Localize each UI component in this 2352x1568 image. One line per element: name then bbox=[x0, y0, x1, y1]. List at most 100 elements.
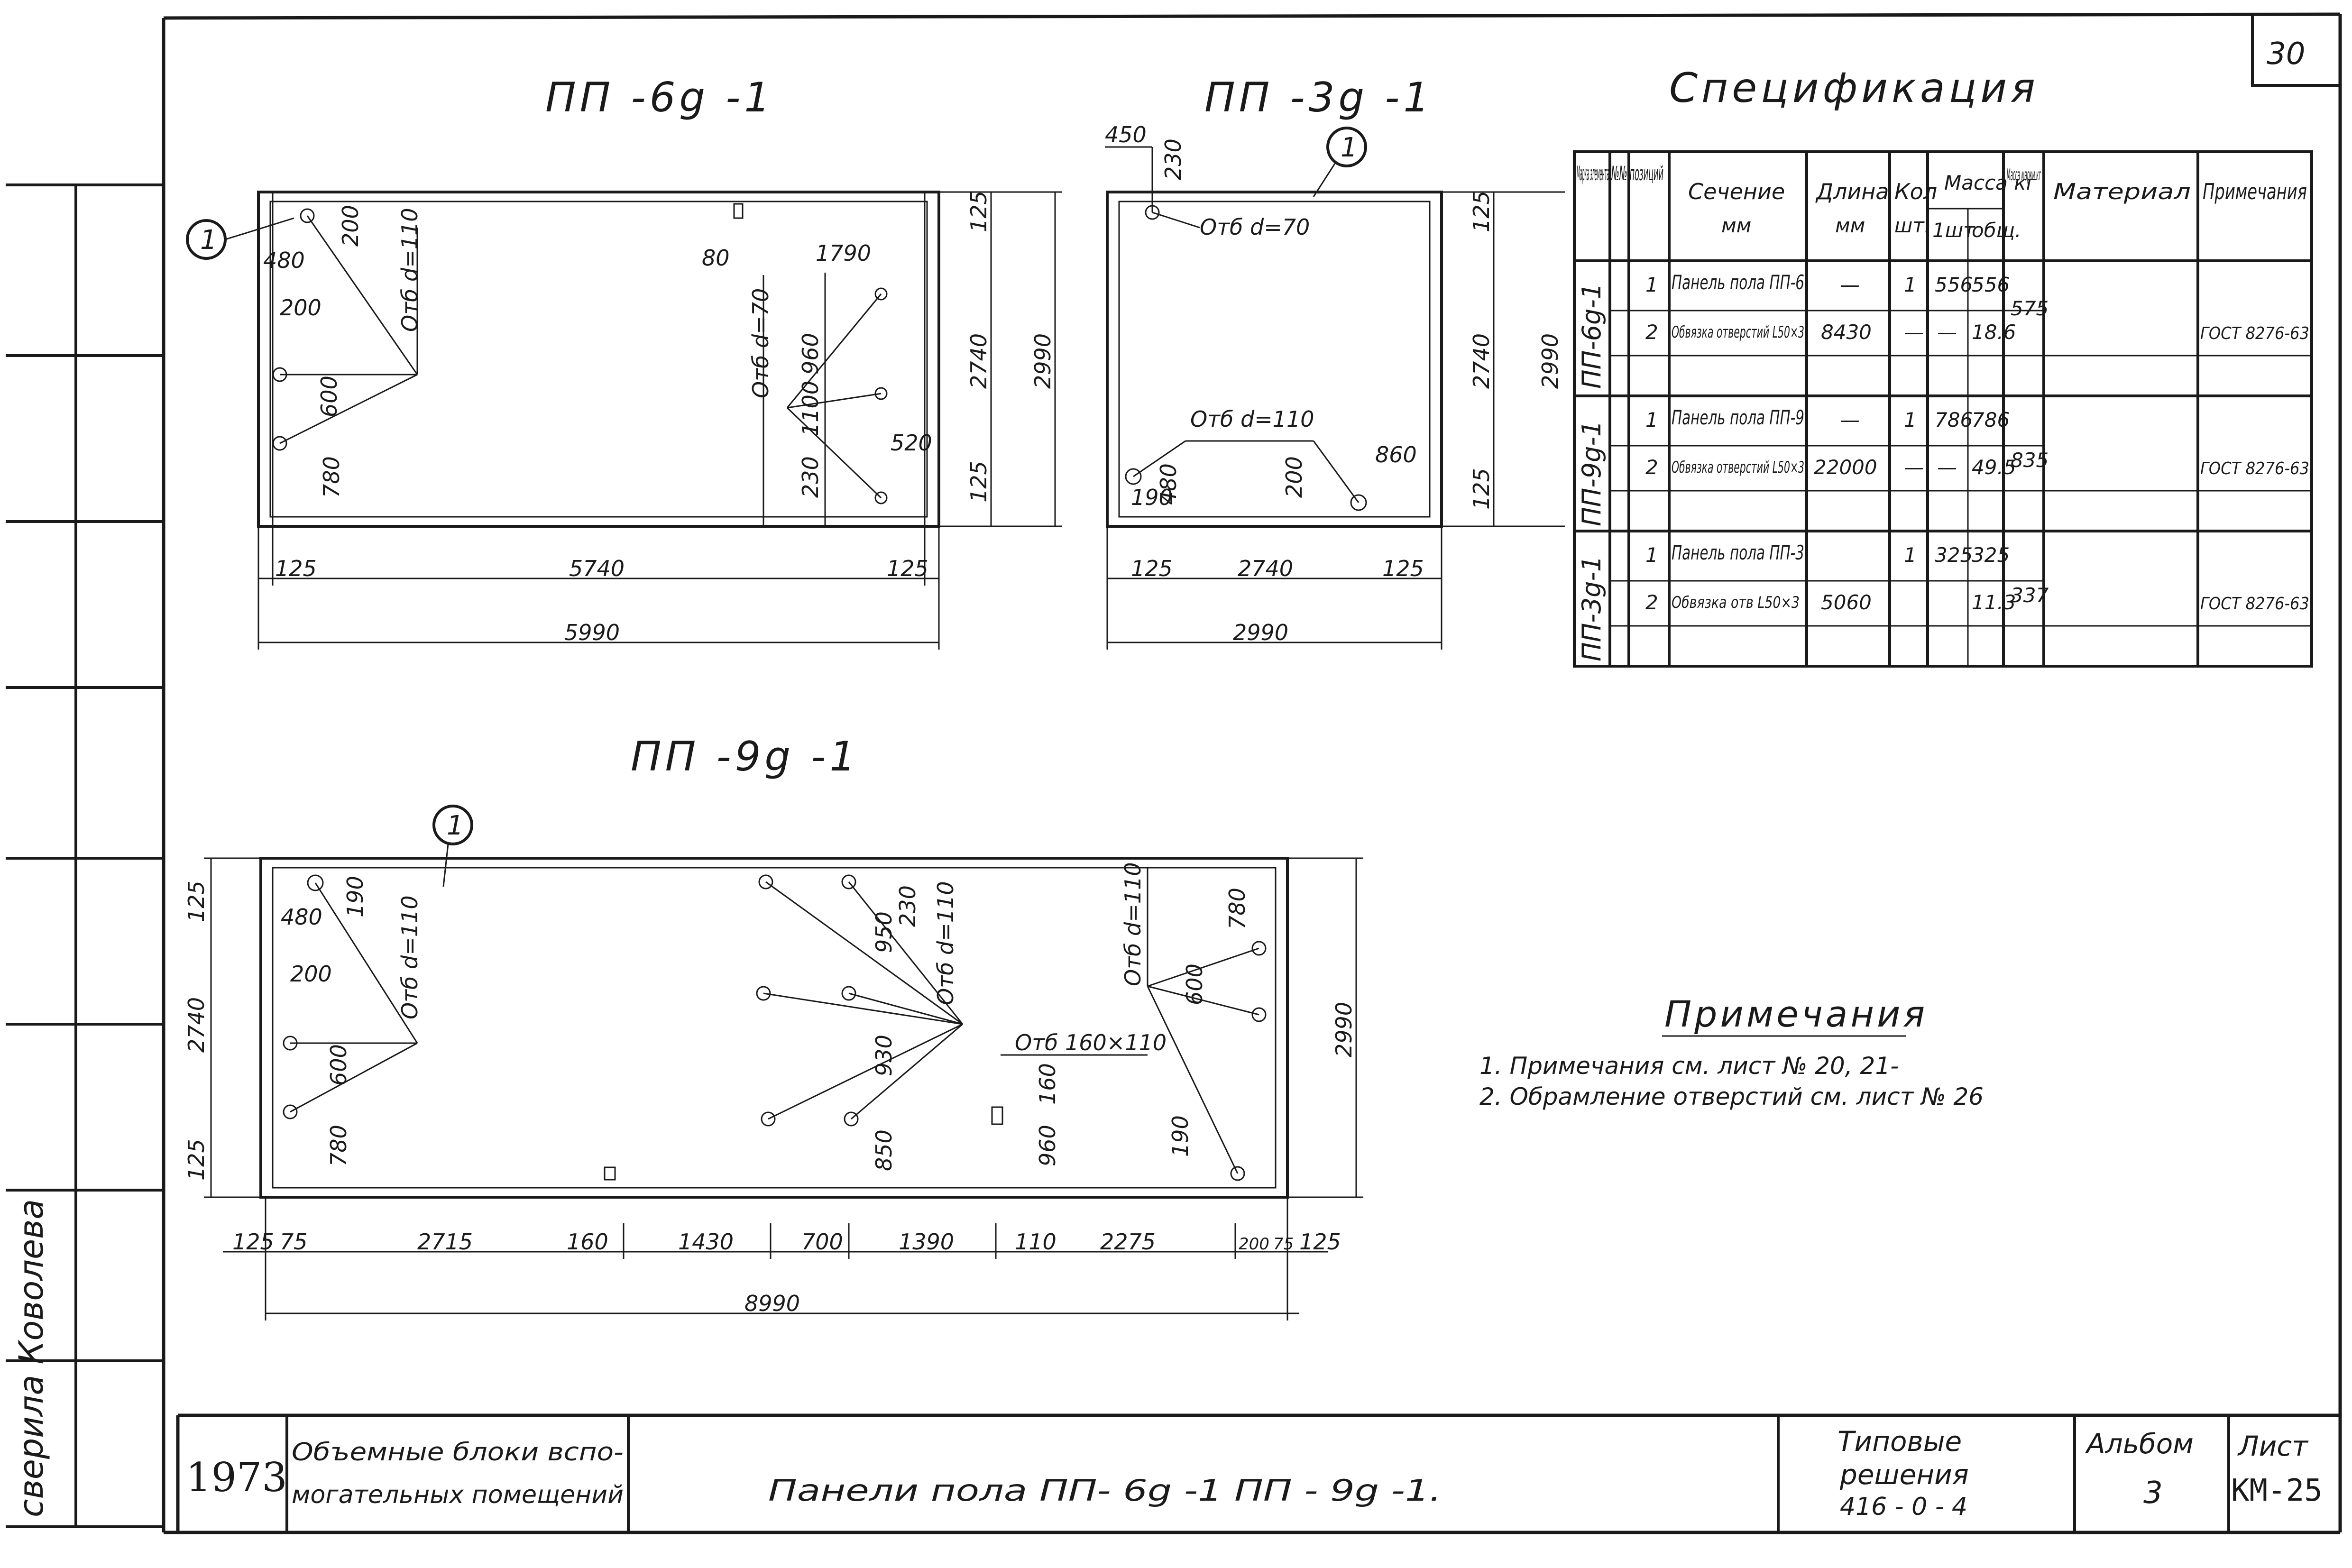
spec-header-section-unit: мм bbox=[1721, 214, 1751, 237]
side-stamp-text: сверила Коволева bbox=[12, 1199, 51, 1517]
stamp-year: 1973 bbox=[186, 1454, 287, 1501]
spec-header-pos: №№ позиций bbox=[1611, 162, 1663, 185]
pp9-dim-b75: 75 bbox=[280, 1229, 308, 1255]
pp9-callout-text: 1 bbox=[447, 810, 464, 841]
spec-cell: 2 bbox=[1645, 456, 1658, 479]
pp9-dim-b110: 110 bbox=[1015, 1229, 1057, 1255]
title-block: 1973 Объемные блоки вспо- могательных по… bbox=[176, 1413, 2340, 1532]
pp3-hole-label-70: Отб d=70 bbox=[1200, 214, 1310, 240]
spec-cell: 8430 bbox=[1821, 321, 1872, 344]
spec-cell: 325 bbox=[1935, 543, 1973, 567]
stamp-sheet-value: КМ-25 bbox=[2231, 1473, 2323, 1508]
pp6-dim-960: 960 bbox=[798, 333, 823, 375]
pp6-dim-1790: 1790 bbox=[816, 240, 871, 266]
pp3-dim-b125-left: 125 bbox=[1131, 556, 1173, 581]
pp6-dim-b125-right: 125 bbox=[887, 556, 928, 581]
spec-cell: — bbox=[1904, 321, 1924, 344]
spec-cell: Панель пола ПП-3 bbox=[1672, 541, 1804, 564]
pp6-dim-200a: 200 bbox=[280, 295, 322, 321]
pp9-dim-780: 780 bbox=[326, 1125, 351, 1166]
spec-cell: 556 bbox=[1972, 273, 2010, 296]
pp3-dim-2740: 2740 bbox=[1469, 333, 1494, 389]
spec-cell: Обвязка отверстий L50×3 bbox=[1672, 458, 1804, 477]
pp9-holes-right bbox=[1147, 868, 1267, 1181]
spec-mark-pp6: ПП-6g-1 bbox=[1577, 283, 1607, 389]
pp9-dim-600r: 600 bbox=[1182, 963, 1207, 1005]
spec-header-section: Сечение bbox=[1688, 179, 1785, 204]
pp9-dim-125-top: 125 bbox=[184, 880, 209, 922]
pp9-panel-outline bbox=[259, 857, 1289, 1199]
spec-cell: — bbox=[1840, 408, 1860, 431]
stamp-typical-1: Типовые bbox=[1838, 1425, 1962, 1458]
pp9-dim-2990: 2990 bbox=[1331, 1002, 1357, 1057]
pp6-dim-125-bottom: 125 bbox=[966, 461, 992, 503]
spec-cell: 1 bbox=[1645, 543, 1658, 567]
pp9-holes-left bbox=[283, 874, 418, 1119]
pp9-dim-b2715: 2715 bbox=[417, 1229, 473, 1255]
pp9-dim-930: 930 bbox=[871, 1035, 897, 1076]
pp9-hole-label-rect: Отб 160×110 bbox=[1015, 1030, 1167, 1055]
stamp-typical-3: 416 - 0 - 4 bbox=[1840, 1493, 1967, 1521]
drawing-pp9: ПП -9g -1 1 125 2740 125 2990 480 190 20… bbox=[184, 733, 1363, 1320]
spec-title: Спецификация bbox=[1669, 64, 2039, 112]
spec-cell: 1 bbox=[1904, 273, 1917, 296]
spec-cell: 2 bbox=[1645, 591, 1658, 614]
spec-cell: Панель пола ПП-9 bbox=[1672, 406, 1804, 429]
spec-cell: 337 bbox=[2011, 584, 2049, 607]
pp3-dim-230: 230 bbox=[1160, 138, 1186, 180]
spec-cell: 575 bbox=[2011, 297, 2049, 320]
pp3-dim-b2740: 2740 bbox=[1238, 556, 1293, 581]
pp9-hole-label-110c: Отб d=110 bbox=[1120, 862, 1146, 986]
pp6-dim-5990: 5990 bbox=[564, 620, 620, 645]
pp6-dim-2740: 2740 bbox=[966, 333, 992, 389]
spec-header-mass: Масса кг bbox=[1944, 171, 2037, 194]
spec-mark-pp9: ПП-9g-1 bbox=[1577, 421, 1607, 526]
pp6-dim-480: 480 bbox=[263, 248, 305, 273]
drawing-pp6: ПП -6g -1 1 480 200 200 600 780 Отб d=11… bbox=[186, 74, 1062, 650]
stamp-album-value: 3 bbox=[2143, 1476, 2163, 1511]
pp9-dim-b1430: 1430 bbox=[678, 1229, 734, 1255]
spec-cell: Панель пола ПП-6 bbox=[1672, 271, 1804, 294]
pp9-dim-200: 200 bbox=[290, 961, 332, 987]
stamp-sheet-label: Лист bbox=[2237, 1430, 2309, 1462]
pp9-dim-b125r: 125 bbox=[1299, 1229, 1341, 1255]
spec-header-length-unit: мм bbox=[1835, 214, 1865, 237]
spec-header-length: Длина bbox=[1815, 179, 1889, 204]
stamp-album-label: Альбом bbox=[2085, 1428, 2194, 1460]
drawing-pp3: ПП -3g -1 1 450 230 Отб d=70 Отб d=110 8… bbox=[1105, 74, 1565, 650]
stamp-typical-2: решения bbox=[1839, 1458, 1969, 1491]
spec-cell: 22000 bbox=[1814, 456, 1877, 479]
pp6-hole-label-70: Отб d=70 bbox=[748, 288, 773, 398]
spec-header-qty-unit: шт. bbox=[1894, 214, 1930, 237]
pp3-dim-450: 450 bbox=[1105, 122, 1147, 147]
spec-cell: ГОСТ 8276-63 bbox=[2200, 594, 2309, 614]
spec-cell: — bbox=[1937, 321, 1957, 344]
pp3-dim-b125-right: 125 bbox=[1382, 556, 1424, 581]
spec-cell: 5060 bbox=[1821, 591, 1872, 614]
pp6-callout-text: 1 bbox=[200, 225, 217, 256]
pp3-dim-125-top: 125 bbox=[1469, 191, 1494, 232]
pp3-dim-860: 860 bbox=[1375, 442, 1417, 468]
pp6-dim-520: 520 bbox=[891, 430, 932, 456]
notes-block: Примечания 1. Примечания см. лист № 20, … bbox=[1479, 993, 1984, 1110]
pp6-dim-80: 80 bbox=[702, 245, 730, 271]
spec-header-mass-one: 1шт bbox=[1932, 219, 1975, 242]
stamp-org-line1: Объемные блоки вспо- bbox=[292, 1438, 624, 1467]
pp9-dim-125-bottom: 125 bbox=[184, 1139, 209, 1181]
note-item: 2. Обрамление отверстий см. лист № 26 bbox=[1479, 1083, 1984, 1110]
stamp-org-line2: могательных помещений bbox=[292, 1481, 624, 1509]
spec-header-qty: Кол bbox=[1894, 179, 1937, 204]
pp6-dim-230: 230 bbox=[798, 456, 823, 498]
spec-cell: — bbox=[1904, 456, 1924, 479]
pp9-dim-b200: 200 bbox=[1239, 1235, 1269, 1254]
pp3-dim-125-bottom: 125 bbox=[1469, 468, 1494, 510]
spec-header-mark: Марка элемента bbox=[1577, 162, 1609, 185]
pp9-dim-480: 480 bbox=[281, 904, 322, 930]
pp3-hole-label-110: Отб d=110 bbox=[1190, 406, 1314, 432]
pp9-dim-b8990: 8990 bbox=[744, 1291, 800, 1316]
pp3-dim-2990: 2990 bbox=[1537, 333, 1563, 389]
pp9-callout bbox=[432, 805, 473, 845]
pp6-holes-left bbox=[272, 208, 418, 451]
spec-mark-pp3: ПП-3g-1 bbox=[1577, 556, 1607, 661]
